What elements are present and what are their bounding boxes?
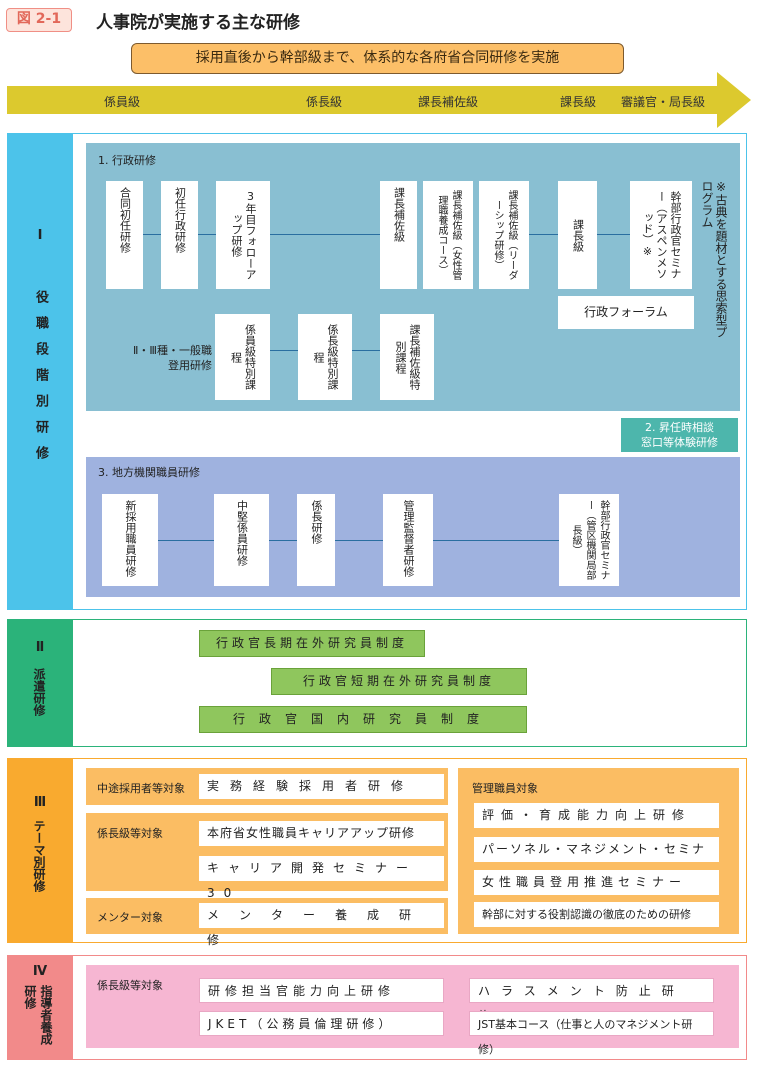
admin-box: 合同初任研修 xyxy=(106,181,143,289)
section2-roman: Ⅱ xyxy=(35,640,45,655)
admin-box: 課長補佐級（女性管理職養成コース） xyxy=(423,181,473,289)
grade-label: 審議官・局長級 xyxy=(621,95,706,109)
dispatch-bar: 行政官短期在外研究員制度 xyxy=(271,668,527,695)
instructor-item: 研修担当官能力向上研修 xyxy=(199,978,444,1003)
section2-title: 派遣研修 xyxy=(32,668,46,716)
admin-label: 1. 行政研修 xyxy=(98,154,156,167)
instructor-item: ハラスメント防止研修 xyxy=(469,978,714,1023)
summary-banner: 採用直後から幹部級まで、体系的な各府省合同研修を実施 xyxy=(131,43,624,74)
grade-label: 係員級 xyxy=(104,95,141,109)
theme-item: 実務経験採用者研修 xyxy=(199,774,444,799)
figure-label: 図 2-1 xyxy=(6,8,72,32)
grade-label: 係長級 xyxy=(306,95,343,109)
admin-box: 課長補佐級 xyxy=(380,181,417,289)
regional-label: 3. 地方機関職員研修 xyxy=(98,466,200,479)
theme-item: パーソネル・マネジメント・セミナー xyxy=(474,837,719,881)
instructor-item: JKET（公務員倫理研修） xyxy=(199,1011,444,1036)
section2-side xyxy=(7,619,73,747)
admin-box: 課長補佐級（リーダーシップ研修） xyxy=(479,181,529,289)
row2-box: 係員級特別課程 xyxy=(215,314,270,400)
theme-item: メンター養成研修 xyxy=(199,903,444,947)
row2-box: 課長補佐級特別課程 xyxy=(380,314,434,400)
theme-item: 本府省女性職員キャリアアップ研修 xyxy=(199,821,444,846)
section1-title: 役職段階別研修 xyxy=(33,290,48,472)
section3-side xyxy=(7,758,73,943)
row2-label: Ⅱ・Ⅲ種・一般職 登用研修 xyxy=(133,344,212,372)
theme-item: 評価・育成能力向上研修 xyxy=(474,803,719,828)
theme-item: 幹部に対する役割認識の徹底のための研修 xyxy=(474,902,719,927)
dispatch-bar: 行政官国内研究員制度 xyxy=(199,706,527,733)
admin-box: 幹部行政官セミナー（アスペンメソッド）※ xyxy=(630,181,692,289)
theme-item: キャリア開発セミナー30 xyxy=(199,856,444,900)
theme-group-label: メンター対象 xyxy=(97,911,163,924)
grade-label: 課長補佐級 xyxy=(418,95,479,109)
grade-label: 課長級 xyxy=(560,95,597,109)
regional-box: 幹部行政官セミナー（管区機関局部長級） xyxy=(559,494,619,586)
dispatch-bar: 行政官長期在外研究員制度 xyxy=(199,630,425,657)
admin-box: 3年目フォローアップ研修 xyxy=(216,181,270,289)
promotion-box: 2. 昇任時相談 窓口等体験研修 xyxy=(621,418,738,452)
instructor-item: JST基本コース（仕事と人のマネジメント研修） xyxy=(469,1011,714,1056)
section4-title: 指導者養成研修 xyxy=(23,985,53,1045)
section4-side xyxy=(7,955,73,1060)
regional-box: 管理監督者研修 xyxy=(383,494,433,586)
row2-box: 係長級特別課程 xyxy=(298,314,352,400)
theme-group-label: 管理職員対象 xyxy=(472,782,538,795)
regional-box: 係長研修 xyxy=(297,494,335,586)
section4-roman: Ⅳ xyxy=(32,964,48,979)
regional-box: 新採用職員研修 xyxy=(102,494,158,586)
section1-side xyxy=(7,133,73,610)
section3-title: テーマ別研修 xyxy=(32,820,46,892)
admin-note: ※古典を題材とする思索型プログラム xyxy=(700,180,728,338)
figure-title: 人事院が実施する主な研修 xyxy=(96,13,300,33)
theme-group-label: 係長級等対象 xyxy=(97,827,163,840)
admin-forum: 行政フォーラム xyxy=(558,296,694,329)
theme-group-label: 中途採用者等対象 xyxy=(97,782,185,795)
grade-arrow xyxy=(7,72,751,128)
admin-box: 課長級 xyxy=(558,181,597,289)
section3-roman: Ⅲ xyxy=(33,795,47,810)
regional-box: 中堅係員研修 xyxy=(214,494,269,586)
admin-box: 初任行政研修 xyxy=(161,181,198,289)
theme-item: 女性職員登用推進セミナー xyxy=(474,870,719,895)
instructor-label: 係長級等対象 xyxy=(97,979,163,992)
section1-roman: Ⅰ xyxy=(37,228,43,243)
